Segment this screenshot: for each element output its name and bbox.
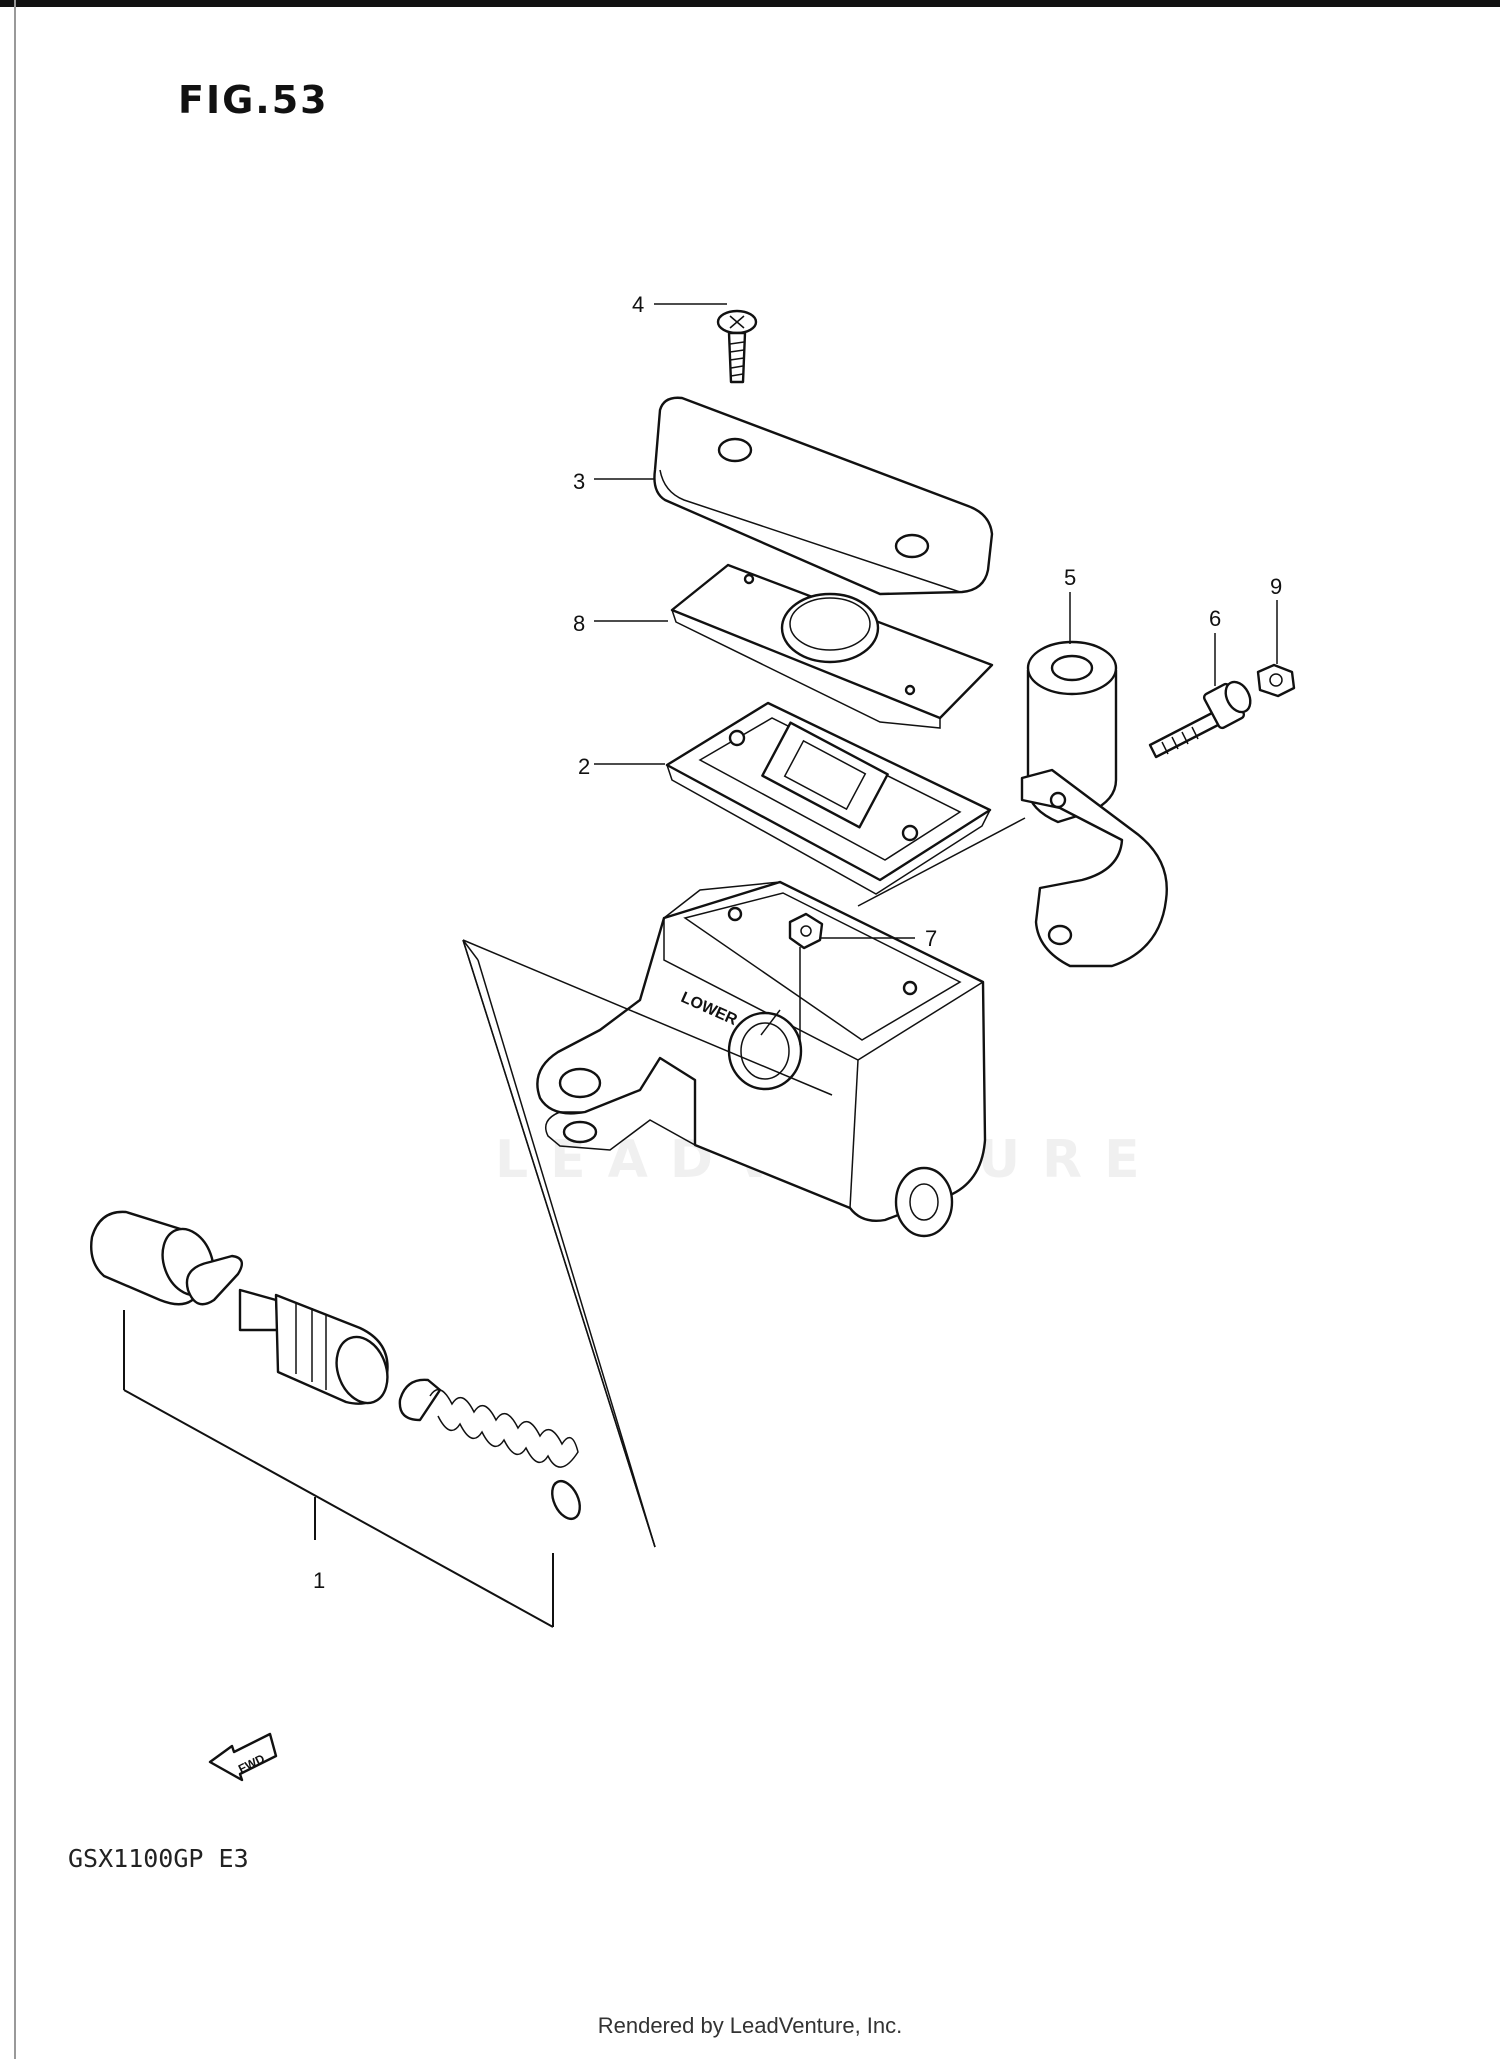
part-3-reservoir-cap[interactable] [653, 396, 994, 596]
part-1-piston-assembly[interactable] [90, 1210, 585, 1523]
model-code: GSX1100GP E3 [68, 1844, 249, 1873]
leader-lines [594, 303, 1278, 1045]
part-label-5: 5 [1064, 565, 1076, 590]
left-border [14, 0, 16, 2059]
assembly-pointer [462, 939, 833, 1548]
part-9-nut[interactable] [1256, 663, 1296, 698]
part-label-3: 3 [573, 469, 585, 494]
part-number-labels: 1 2 3 4 5 6 7 8 9 [313, 292, 1282, 1593]
part-label-7: 7 [925, 926, 937, 951]
part-label-6: 6 [1209, 606, 1221, 631]
part-6-bolt[interactable] [1148, 678, 1255, 759]
part-1-bracket [123, 1310, 554, 1628]
figure-title: FIG.53 [178, 78, 329, 122]
part-label-4: 4 [632, 292, 644, 317]
master-cylinder-body[interactable]: LOWER [536, 880, 987, 1238]
part-4-screw[interactable] [716, 309, 758, 384]
part-7-fitting[interactable] [788, 912, 824, 950]
part-5-clamp-holder[interactable] [1020, 640, 1168, 968]
part-8-plate[interactable] [670, 563, 994, 729]
part-label-8: 8 [573, 611, 585, 636]
part-label-9: 9 [1270, 574, 1282, 599]
forward-arrow-icon: FWD [208, 1732, 278, 1782]
part-label-2: 2 [578, 754, 590, 779]
top-border [0, 0, 1500, 7]
part-label-1: 1 [313, 1568, 325, 1593]
part-2-diaphragm[interactable] [665, 701, 992, 895]
render-credit: Rendered by LeadVenture, Inc. [597, 2013, 903, 2038]
